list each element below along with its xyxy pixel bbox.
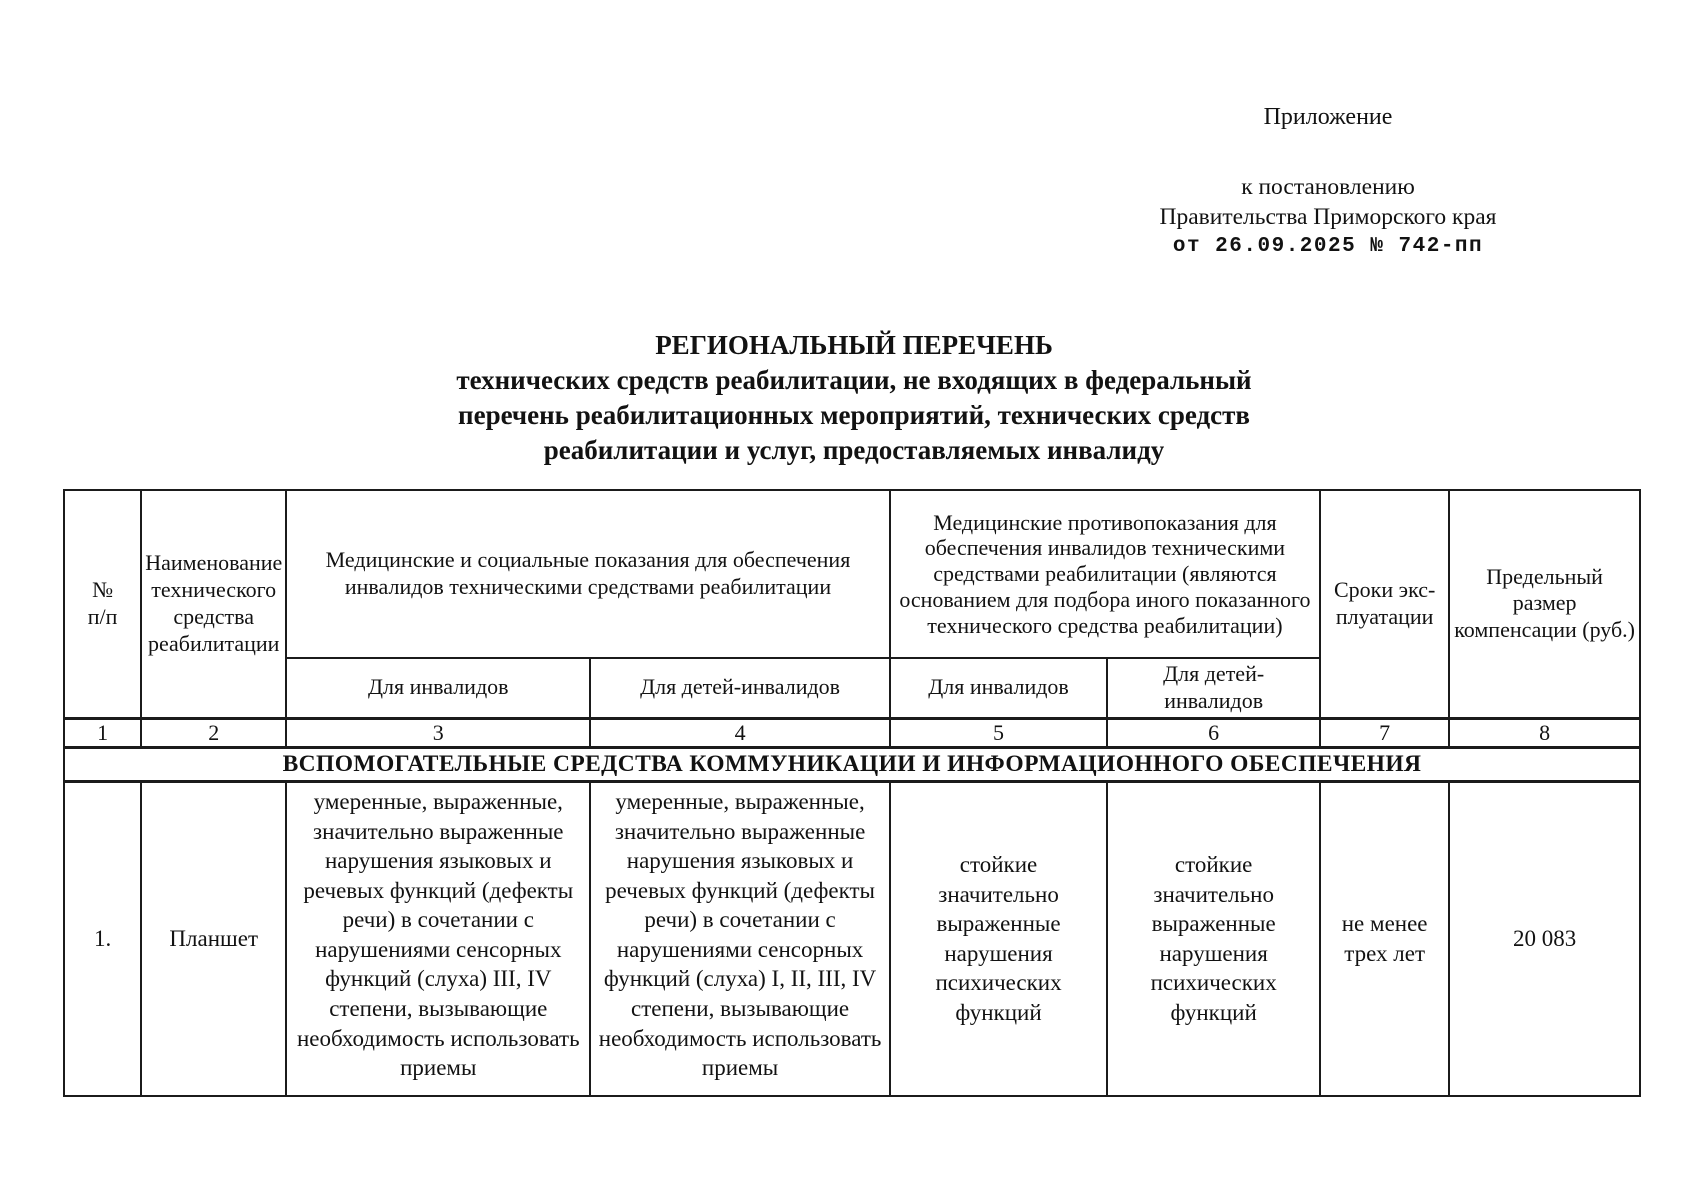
section-header-row: ВСПОМОГАТЕЛЬНЫЕ СРЕДСТВА КОММУНИКАЦИИ И … <box>63 746 1641 784</box>
row-indications-adults-cell: умеренные, выраженные, значительно выраж… <box>285 780 592 1097</box>
annex-date-line: от 26.09.2025 № 742-пп <box>1172 235 1484 258</box>
row-number-cell: 1. <box>62 780 143 1097</box>
annex-label: Приложение <box>1263 104 1393 130</box>
column-number-5: 5 <box>888 716 1109 749</box>
header-row-main: № п/п Наименование технического средства… <box>62 488 1641 720</box>
column-number-1: 1 <box>62 716 143 749</box>
subheader-contraindications-children: Для детей- инвалидов <box>1106 656 1322 720</box>
row-service-life-cell: не менее трех лет <box>1319 780 1451 1097</box>
annex-to-line2: Правительства Приморского края <box>1159 204 1497 230</box>
header-row-sub: Для инвалидов Для детей-инвалидов Для ин… <box>64 656 1640 720</box>
column-number-2: 2 <box>140 716 288 749</box>
row-indications-children-cell: умеренные, выраженные, значительно выраж… <box>589 780 891 1097</box>
column-number-8: 8 <box>1448 716 1641 749</box>
column-number-3: 3 <box>285 716 592 749</box>
header-cell-contraindications: Медицинские противопоказания для обеспеч… <box>888 489 1322 659</box>
title-line-2: технических средств реабилитации, не вхо… <box>456 365 1252 395</box>
document-title: РЕГИОНАЛЬНЫЙ ПЕРЕЧЕНЬ технических средст… <box>0 328 1693 468</box>
header-cell-name: Наименование технического средства реаби… <box>140 488 288 720</box>
annex-block: Приложение к постановлению Правительства… <box>1118 102 1538 262</box>
column-number-6: 6 <box>1106 716 1322 749</box>
rehabilitation-means-table: № п/п Наименование технического средства… <box>62 488 1641 1097</box>
table-row: 1. Планшет умеренные, выраженные, значит… <box>62 780 1641 1097</box>
row-name-cell: Планшет <box>140 780 288 1097</box>
section-header-label: ВСПОМОГАТЕЛЬНЫЕ СРЕДСТВА КОММУНИКАЦИИ И … <box>63 746 1641 784</box>
header-cell-indications: Медицинские и социальные показания для о… <box>285 489 891 659</box>
header-cell-service-life: Сроки экс- плуатации <box>1319 488 1451 720</box>
title-line-4: реабилитации и услуг, предоставляемых ин… <box>543 435 1165 465</box>
title-line-3: перечень реабилитационных мероприятий, т… <box>458 400 1250 430</box>
row-contraindications-adults-cell: стойкие значительно выраженные нарушения… <box>888 780 1109 1097</box>
title-line-1: РЕГИОНАЛЬНЫЙ ПЕРЕЧЕНЬ <box>655 330 1053 360</box>
column-number-4: 4 <box>589 716 891 749</box>
annex-to-line1: к постановлению <box>1241 174 1415 200</box>
subheader-contraindications-adults: Для инвалидов <box>888 656 1109 720</box>
column-number-7: 7 <box>1319 716 1451 749</box>
row-compensation-cell: 20 083 <box>1448 780 1641 1097</box>
subheader-indications-adults: Для инвалидов <box>285 656 592 720</box>
subheader-indications-children: Для детей-инвалидов <box>589 656 891 720</box>
header-cell-number: № п/п <box>62 488 143 720</box>
column-numbering-row: 1 2 3 4 5 6 7 8 <box>62 716 1641 749</box>
header-cell-compensation: Предельный размер компенсации (руб.) <box>1448 488 1641 720</box>
row-contraindications-children-cell: стойкие значительно выраженные нарушения… <box>1106 780 1322 1097</box>
